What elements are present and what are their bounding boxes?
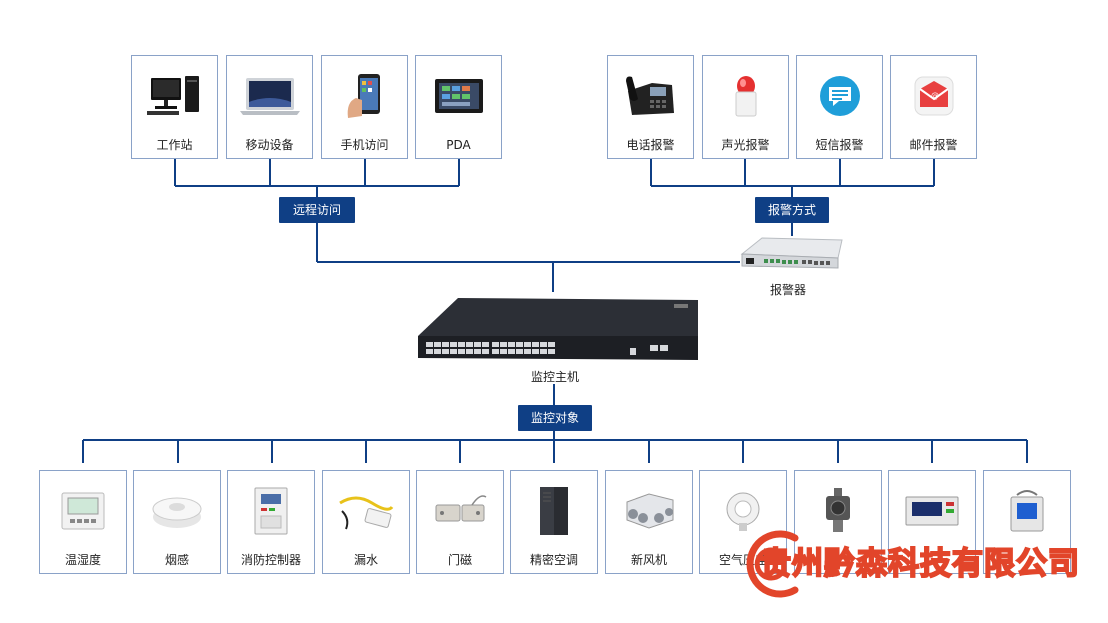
alarm-label: 邮件报警 xyxy=(909,138,958,152)
desk-phone-icon xyxy=(625,76,674,115)
watermark-company-name: 贵州黔森科技有限公司 xyxy=(759,545,1080,583)
monitoring-host-label: 监控主机 xyxy=(531,370,580,384)
alarm-card-strobe: 声光报警 xyxy=(702,55,789,159)
object-card-smoke: 烟感 xyxy=(133,470,221,574)
object-label: 漏水 xyxy=(353,553,378,567)
email-icon: @ xyxy=(914,76,953,116)
object-card-water-leak: 漏水 xyxy=(322,470,410,574)
object-label: 门磁 xyxy=(447,553,472,567)
temp-humidity-sensor-icon xyxy=(61,492,105,530)
svg-text:@: @ xyxy=(931,91,939,100)
alarm-label: 电话报警 xyxy=(626,138,675,152)
device-label: 手机访问 xyxy=(340,138,389,152)
object-label: 新风机 xyxy=(630,553,667,567)
smoke-detector-icon xyxy=(152,497,202,528)
water-leak-sensor-icon xyxy=(339,496,394,530)
workstation-icon xyxy=(146,76,199,115)
object-card-instrument xyxy=(983,470,1071,574)
gas-detector-icon xyxy=(826,488,850,532)
watermark-logo xyxy=(746,530,799,598)
alarm-card-email: @ 邮件报警 xyxy=(890,55,977,159)
object-card-gas-detector xyxy=(794,470,882,574)
device-card-mobile: 移动设备 xyxy=(226,55,313,159)
object-card-fire-controller: 消防控制器 xyxy=(227,470,315,574)
door-contact-sensor-icon xyxy=(435,495,487,522)
fresh-air-unit-icon xyxy=(626,493,674,529)
object-label: 消防控制器 xyxy=(240,553,301,567)
alarm-method-tag: 报警方式 xyxy=(755,197,829,223)
object-card-air-pressure: 空气压差 xyxy=(699,470,787,574)
monitored-objects-tag: 监控对象 xyxy=(518,405,592,431)
sms-icon xyxy=(819,76,860,116)
monitoring-host-device xyxy=(418,298,698,360)
object-label: 精密空调 xyxy=(529,553,578,567)
alarm-card-phone: 电话报警 xyxy=(607,55,694,159)
device-label: 移动设备 xyxy=(245,138,294,152)
pda-icon xyxy=(434,79,483,113)
pressure-sensor-icon xyxy=(726,492,760,531)
object-label: 烟感 xyxy=(164,553,189,567)
instrument-icon xyxy=(1010,490,1044,532)
device-card-workstation: 工作站 xyxy=(131,55,218,159)
smartphone-icon xyxy=(347,74,380,118)
laptop-icon xyxy=(239,78,300,115)
device-card-pda: PDA xyxy=(415,55,502,159)
precision-ac-icon xyxy=(540,487,568,535)
alarm-label: 声光报警 xyxy=(721,138,770,152)
object-card-ups-monitor xyxy=(888,470,976,574)
object-card-fresh-air: 新风机 xyxy=(605,470,693,574)
panel-meter-icon xyxy=(905,496,959,526)
alarm-card-sms: 短信报警 xyxy=(796,55,883,159)
remote-access-tag: 远程访问 xyxy=(279,197,355,223)
object-card-temp-humidity: 温湿度 xyxy=(39,470,127,574)
siren-icon xyxy=(735,76,756,117)
object-card-door-contact: 门磁 xyxy=(416,470,504,574)
device-card-phone: 手机访问 xyxy=(321,55,408,159)
alarm-unit-label: 报警器 xyxy=(770,283,807,297)
object-label: 温湿度 xyxy=(64,553,101,567)
device-label: 工作站 xyxy=(156,138,193,152)
device-label: PDA xyxy=(446,138,471,152)
alarm-unit-device xyxy=(740,237,843,269)
alarm-label: 短信报警 xyxy=(815,138,864,152)
fire-controller-icon xyxy=(254,487,288,535)
object-card-precision-ac: 精密空调 xyxy=(510,470,598,574)
